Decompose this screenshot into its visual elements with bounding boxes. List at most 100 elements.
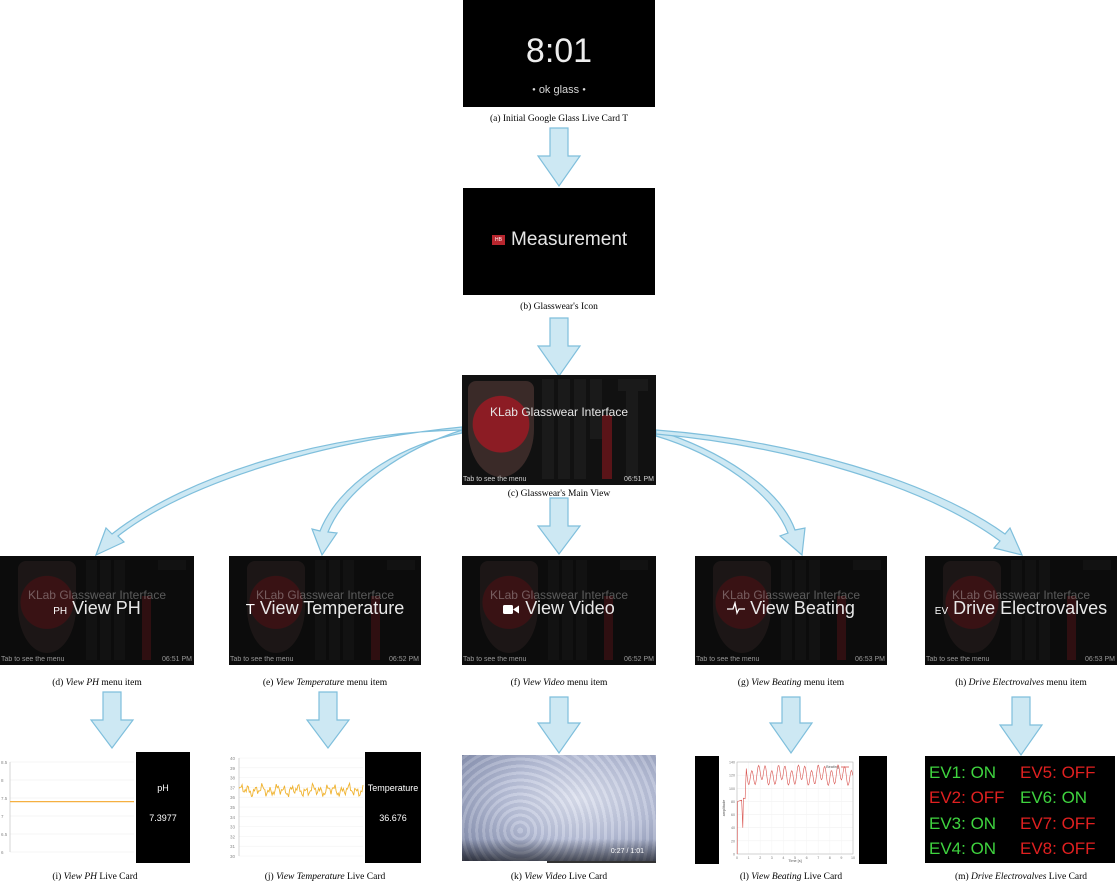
heartbeat-icon [727, 599, 746, 620]
beating-x-tick-label: 4 [782, 856, 784, 860]
university-shield-logo [943, 561, 1001, 653]
menu-item-label: View Video [525, 598, 615, 618]
caption-k: (k) View Video Live Card [510, 872, 608, 882]
beating-y-tick-label: 100 [729, 787, 735, 791]
arrow-a-to-b [536, 127, 582, 188]
electrovalve-status: EV5: OFF [1020, 763, 1096, 782]
menu-item-label: View PH [72, 598, 141, 618]
arrow-c-to-d [94, 426, 463, 557]
beating-legend-label: Beating [826, 765, 839, 769]
ph-tick-label: 8.5 [1, 760, 8, 765]
ph-tick-label: 6.5 [1, 832, 8, 837]
temperature-readout-panel: Temperature 36.676 [365, 752, 421, 863]
main-view-footer-hint: Tab to see the menu [463, 476, 527, 483]
arrow-c-to-g [655, 429, 806, 557]
menu-bg-title: KLab Glasswear Interface [721, 588, 861, 602]
caption-i: (i) View PH Live Card [52, 872, 138, 882]
menu-footer-hint: Tab to see the menu [696, 656, 760, 663]
caption-f: (f) View Video menu item [510, 678, 608, 688]
measurement-label: Measurement [511, 229, 628, 250]
beating-x-tick-label: 6 [806, 856, 808, 860]
temperature-tick-label: 33 [230, 825, 236, 830]
arrow-c-to-f [536, 497, 582, 555]
temperature-tick-label: 31 [230, 844, 236, 849]
arrow-c-to-h [655, 429, 1024, 556]
temperature-tick-label: 37 [230, 785, 236, 790]
ph-label: pH [157, 783, 169, 793]
arrow-c-to-e [311, 429, 463, 557]
electrovalve-status: EV2: OFF [929, 788, 1005, 808]
beating-y-axis-label: amplitude [722, 800, 726, 816]
arrow-f-to-k [536, 696, 582, 755]
main-view-footer-time: 06:51 PM [624, 476, 654, 483]
ph-readout-panel: pH 7.3977 [136, 752, 190, 863]
temperature-tick-label: 38 [230, 776, 236, 781]
temperature-label: Temperature [367, 783, 419, 793]
beating-x-tick-label: 5 [794, 856, 796, 860]
video-bottom-shade [462, 839, 656, 863]
beating-x-tick-label: 0 [736, 856, 738, 860]
menu-icon-badge: PH [53, 606, 68, 617]
temperature-series-line [238, 781, 364, 798]
arrow-h-to-m [998, 696, 1044, 757]
beating-x-tick-label: 10 [851, 856, 855, 860]
beating-x-tick-label: 1 [748, 856, 750, 860]
electrovalve-status: EV8: OFF [1020, 838, 1096, 858]
menu-footer-time: 06:51 PM [162, 656, 192, 663]
caption-l: (l) View Beating Live Card [739, 872, 843, 882]
caption-h: (h) Drive Electrovalves menu item [955, 678, 1087, 688]
caption-a: (a) Initial Google Glass Live Card T [489, 114, 629, 124]
video-live-card: 0:27 / 1:01 [462, 755, 656, 863]
beating-y-tick-label: 20 [731, 839, 735, 843]
menu-item-card-3[interactable]: KLab Glasswear Interface View Video Tab … [462, 556, 656, 665]
measurement-app-icon: HB [492, 235, 505, 245]
caption-e: (e) View Temperature menu item [262, 678, 388, 688]
temperature-value: 36.676 [379, 813, 407, 823]
menu-bg-title: KLab Glasswear Interface [951, 588, 1091, 602]
caption-j: (j) View Temperature Live Card [264, 872, 386, 882]
beating-x-tick-label: 3 [771, 856, 773, 860]
menu-item-card-1[interactable]: KLab Glasswear Interface PH View PH Tab t… [0, 556, 194, 665]
beating-y-tick-label: 120 [729, 774, 735, 778]
university-shield-logo [468, 381, 534, 477]
menu-item-label-row: View Beating [695, 598, 887, 620]
university-shield-logo [713, 561, 771, 653]
university-shield-logo [247, 561, 305, 653]
beating-series-line [736, 764, 853, 855]
ph-tick-label: 7.5 [1, 796, 8, 801]
card-initial-glass: 8:01 ● ok glass ● [463, 0, 655, 107]
menu-footer-hint: Tab to see the menu [926, 656, 990, 663]
menu-item-label: Drive Electrovalves [953, 598, 1108, 618]
menu-item-card-4[interactable]: KLab Glasswear Interface View Beating Ta… [695, 556, 887, 665]
electrovalve-status: EV3: ON [929, 813, 997, 833]
menu-icon-badge: EV [934, 606, 949, 617]
electrovalve-status: EV7: OFF [1020, 813, 1096, 833]
beating-y-tick-label: 0 [733, 853, 735, 857]
menu-footer-time: 06:52 PM [624, 656, 654, 663]
menu-bg-title: KLab Glasswear Interface [27, 588, 167, 602]
ph-tick-label: 6 [1, 850, 4, 855]
arrow-b-to-c [536, 317, 582, 378]
menu-footer-hint: Tab to see the menu [463, 656, 527, 663]
menu-footer-hint: Tab to see the menu [1, 656, 65, 663]
ph-chart: 8.587.576.56 [1, 760, 134, 855]
temperature-tick-label: 34 [230, 815, 236, 820]
temperature-tick-label: 32 [230, 834, 236, 839]
beating-y-tick-label: 60 [731, 813, 735, 817]
video-progress-track[interactable] [462, 861, 656, 863]
beating-x-tick-label: 9 [840, 856, 842, 860]
menu-item-card-5[interactable]: KLab Glasswear Interface EV Drive Electro… [925, 556, 1117, 665]
electrovalve-status: EV4: ON [929, 838, 997, 858]
video-progress-fill [462, 861, 548, 863]
menu-item-label: View Beating [750, 598, 855, 618]
arrow-e-to-j [305, 691, 351, 749]
temperature-tick-label: 40 [230, 756, 236, 761]
